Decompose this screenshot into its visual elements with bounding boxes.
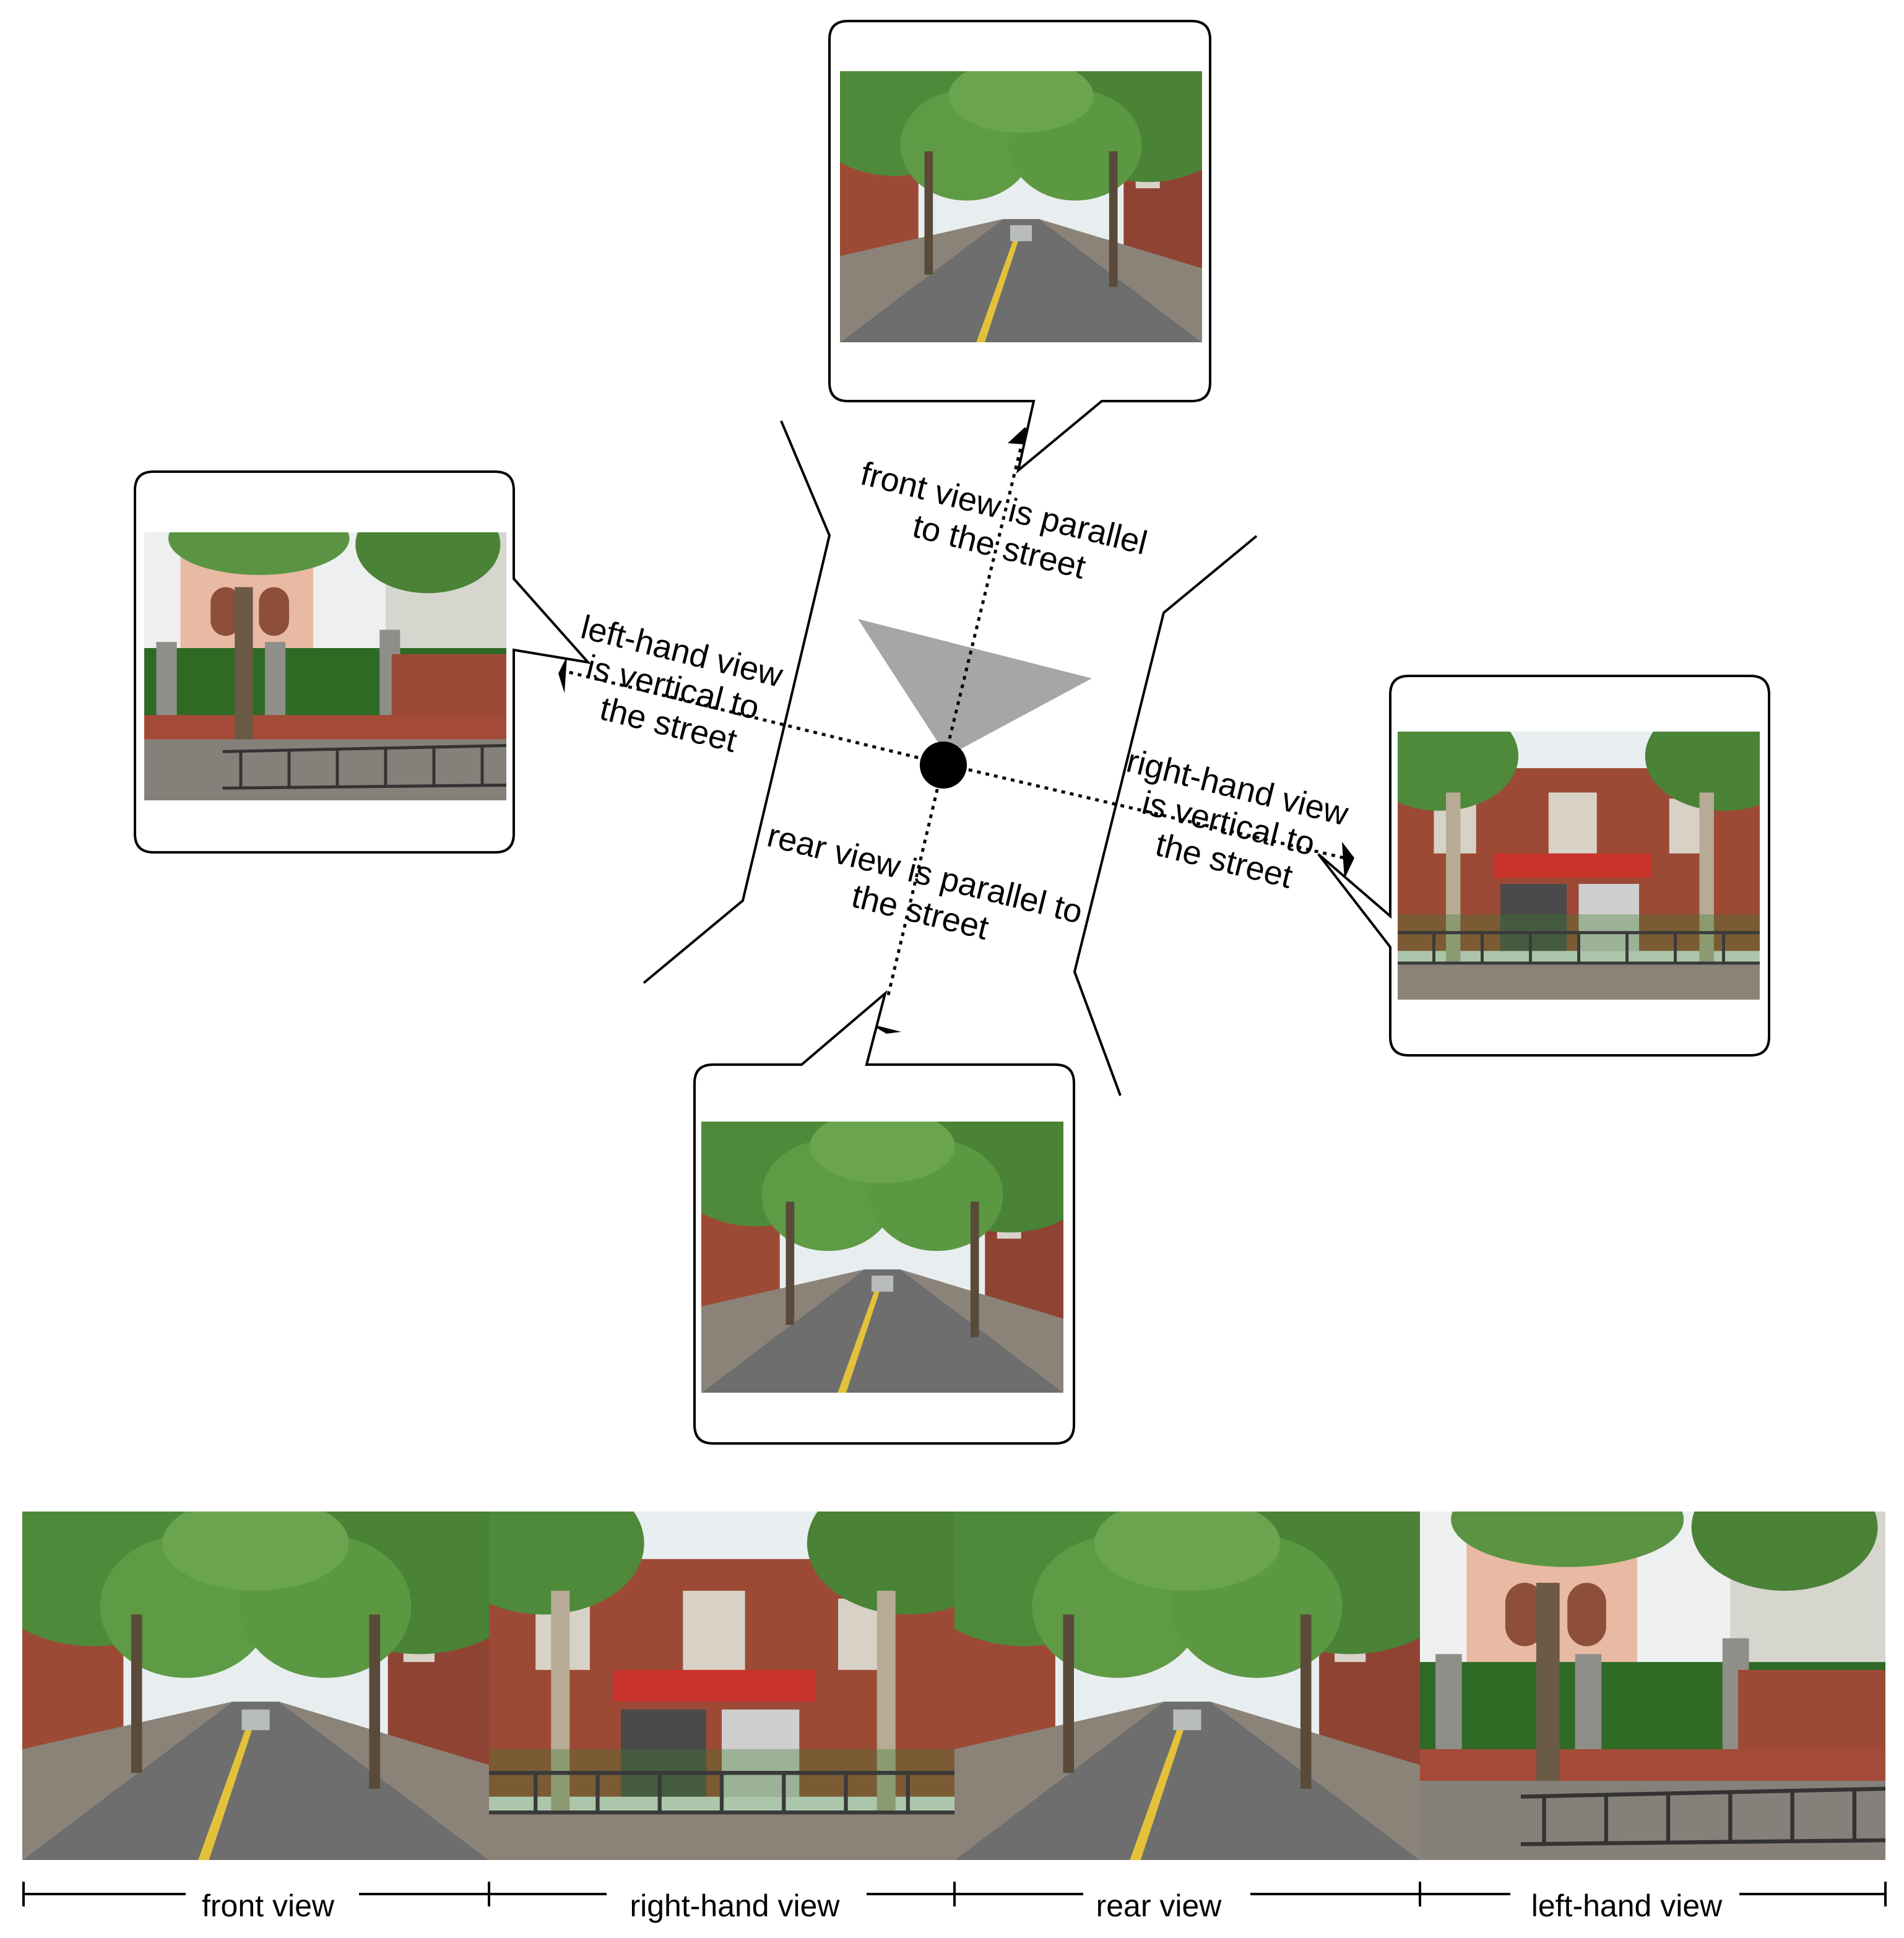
segment-labels: front view right-hand view rear view lef… <box>186 1875 1739 1923</box>
panorama-right-segment <box>443 1472 1009 1860</box>
panorama-rear-segment <box>954 1512 1420 1860</box>
left-view-photo <box>144 496 506 800</box>
front-view-photo <box>840 71 1202 342</box>
left-view-label: left-hand view is vertical to the street <box>560 608 795 769</box>
right-view-callout <box>1317 675 1802 1057</box>
observer-dot-icon <box>920 742 967 789</box>
right-view-label: right-hand view is vertical to the stree… <box>1105 742 1361 907</box>
front-view-label: front view is parallel to the street <box>848 455 1160 602</box>
segment-label-rear: rear view <box>1096 1888 1222 1923</box>
sight-lines <box>566 445 1350 998</box>
segment-label-right: right-hand view <box>630 1888 840 1923</box>
left-view-callout <box>134 470 592 854</box>
panorama-strip <box>22 1464 1885 1860</box>
segment-label-front: front view <box>202 1888 335 1923</box>
segment-label-left: left-hand view <box>1531 1888 1723 1923</box>
panorama-left-segment <box>1420 1464 1885 1860</box>
panorama-front-segment <box>22 1512 489 1860</box>
rear-view-callout <box>693 990 1075 1445</box>
view-cone <box>858 619 1092 756</box>
street-edges <box>643 420 1258 1096</box>
rear-view-photo <box>701 1122 1063 1393</box>
front-view-callout <box>828 20 1211 474</box>
right-view-photo <box>1362 701 1802 1000</box>
